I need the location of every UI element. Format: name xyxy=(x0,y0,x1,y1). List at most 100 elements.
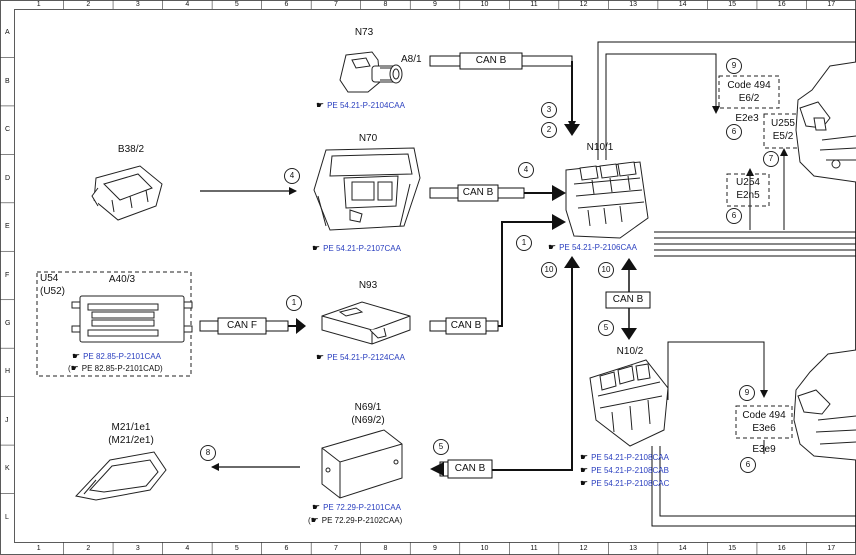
n70-can-link xyxy=(429,184,525,202)
grid-row-C: C xyxy=(5,126,11,134)
grid-col-9-bottom: 9 xyxy=(433,545,437,552)
front-code-value: E6/2 xyxy=(738,93,760,104)
m21-mirror-drawing xyxy=(75,451,167,501)
n70-ref-link[interactable]: ☛PE 54.21-P-2107CAA xyxy=(312,243,401,254)
grid-col-16-bottom: 16 xyxy=(777,545,786,552)
marker-6a: 6 xyxy=(726,124,742,140)
pointing-hand-icon: ☛ xyxy=(580,478,589,488)
n10-1-ref-text: PE 54.21-P-2106CAA xyxy=(559,243,637,252)
n73-ref-text: PE 54.21-P-2104CAA xyxy=(327,101,405,110)
marker-9b: 9 xyxy=(739,385,755,401)
grid-row-H: H xyxy=(5,368,11,376)
n70-can-label: CAN B xyxy=(462,187,494,198)
n10-2-ref2-text: PE 54.21-P-2108CAB xyxy=(591,466,669,475)
marker-3: 3 xyxy=(541,102,557,118)
n69-ref2-link[interactable]: (☛PE 72.29-P-2102CAA) xyxy=(308,515,403,525)
n73-port-label: A8/1 xyxy=(401,54,422,65)
n69-ref1-text: PE 72.29-P-2101CAA xyxy=(323,503,401,512)
grid-col-6-bottom: 6 xyxy=(284,545,289,552)
grid-col-3-bottom: 3 xyxy=(135,545,140,552)
n10-2-ref3-link[interactable]: ☛PE 54.21-P-2108CAC xyxy=(580,478,669,489)
n70-ref-text: PE 54.21-P-2107CAA xyxy=(323,244,401,253)
grid-col-16-top: 16 xyxy=(777,1,786,8)
mid-can-box xyxy=(605,291,651,309)
marker-5a: 5 xyxy=(598,320,614,336)
rear-code-label: Code 494 xyxy=(742,410,786,421)
grid-col-15-bottom: 15 xyxy=(728,545,737,552)
n73-ref-link[interactable]: ☛PE 54.21-P-2104CAA xyxy=(316,100,405,111)
n93-ref-text: PE 54.21-P-2124CAA xyxy=(327,353,405,362)
u54-ref2-text: PE 82.85-P-2101CAD xyxy=(81,364,161,373)
grid-row-A: A xyxy=(5,29,10,37)
a40-display-drawing xyxy=(71,295,193,343)
u54-ref1-text: PE 82.85-P-2101CAA xyxy=(83,352,161,361)
u54-label: U54 xyxy=(40,273,59,284)
n10-2-label: N10/2 xyxy=(616,346,644,357)
n69-ref1-link[interactable]: ☛PE 72.29-P-2101CAA xyxy=(312,502,401,513)
n73-can-label: CAN B xyxy=(475,55,507,66)
n70-panel-drawing xyxy=(313,147,421,231)
grid-col-11-bottom: 11 xyxy=(530,545,538,552)
mid-can-label: CAN B xyxy=(612,294,644,305)
n69-alt-label: (N69/2) xyxy=(351,415,385,426)
grid-col-6-top: 6 xyxy=(284,1,289,8)
marker-9a: 9 xyxy=(726,58,742,74)
marker-1b: 1 xyxy=(516,235,532,251)
marker-4b: 4 xyxy=(518,162,534,178)
u54-alt-label: (U52) xyxy=(40,286,66,297)
pointing-hand-icon: ☛ xyxy=(72,351,81,361)
marker-10b: 10 xyxy=(598,262,614,278)
n10-2-ref2-link[interactable]: ☛PE 54.21-P-2108CAB xyxy=(580,465,669,476)
marker-1a: 1 xyxy=(286,295,302,311)
e2e3-label: E2e3 xyxy=(735,113,759,124)
grid-col-14-top: 14 xyxy=(678,1,687,8)
n93-can-label: CAN B xyxy=(450,320,482,331)
grid-col-17-bottom: 17 xyxy=(827,545,836,552)
marker-7: 7 xyxy=(763,151,779,167)
grid-col-12-top: 12 xyxy=(579,1,588,8)
grid-row-L: L xyxy=(5,513,9,521)
pointing-hand-icon: ☛ xyxy=(580,452,589,462)
n73-switch-drawing xyxy=(339,51,403,93)
pointing-hand-icon: ☛ xyxy=(548,242,557,252)
grid-col-10-bottom: 10 xyxy=(480,545,489,552)
n10-1-module-drawing xyxy=(565,161,649,239)
grid-col-17-top: 17 xyxy=(827,1,836,8)
u255-value: E5/2 xyxy=(772,131,794,142)
grid-col-12-bottom: 12 xyxy=(579,545,588,552)
m21-label: M21/1e1 xyxy=(111,422,151,433)
n93-module-drawing xyxy=(321,301,411,345)
b38-label: B38/2 xyxy=(117,144,145,155)
marker-10a: 10 xyxy=(541,262,557,278)
u54-ref1-link[interactable]: ☛PE 82.85-P-2101CAA xyxy=(72,351,161,362)
grid-col-8-top: 8 xyxy=(383,1,388,8)
n10-2-ref1-link[interactable]: ☛PE 54.21-P-2108CAA xyxy=(580,452,669,463)
marker-6c: 6 xyxy=(740,457,756,473)
n69-ref2-text: PE 72.29-P-2102CAA xyxy=(321,516,400,525)
pointing-hand-icon: ☛ xyxy=(316,100,325,110)
pointing-hand-icon: ☛ xyxy=(310,515,319,525)
grid-row-K: K xyxy=(5,465,10,473)
m21-alt-label: (M21/2e1) xyxy=(108,435,154,446)
pointing-hand-icon: ☛ xyxy=(70,363,79,373)
n93-ref-link[interactable]: ☛PE 54.21-P-2124CAA xyxy=(316,352,405,363)
u254-value: E2n5 xyxy=(736,190,760,201)
rear-code-value: E3e6 xyxy=(752,423,776,434)
front-dashed-boxes xyxy=(718,75,803,207)
grid-col-1-top: 1 xyxy=(36,1,41,8)
grid-row-G: G xyxy=(5,319,11,327)
n69-can-label: CAN B xyxy=(454,463,486,474)
u54-ref2-link[interactable]: (☛PE 82.85-P-2101CAD) xyxy=(68,363,163,373)
grid-col-2-bottom: 2 xyxy=(86,545,91,552)
grid-col-8-bottom: 8 xyxy=(383,545,388,552)
n10-1-ref-link[interactable]: ☛PE 54.21-P-2106CAA xyxy=(548,242,637,253)
grid-col-11-top: 11 xyxy=(530,1,538,8)
grid-row-E: E xyxy=(5,223,10,231)
grid-col-7-bottom: 7 xyxy=(333,545,338,552)
rear-car-drawing xyxy=(793,349,856,461)
n70-label: N70 xyxy=(358,133,378,144)
marker-6b: 6 xyxy=(726,208,742,224)
a40-label: A40/3 xyxy=(108,274,136,285)
u254-label: U254 xyxy=(736,177,760,188)
